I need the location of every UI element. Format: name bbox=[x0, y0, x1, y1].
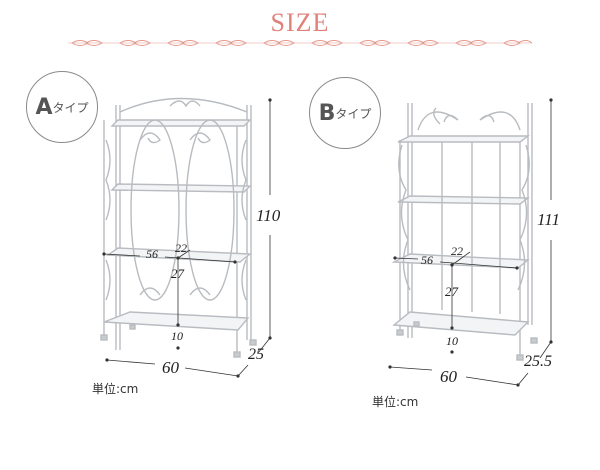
chain-ornament-divider bbox=[68, 40, 532, 46]
page-title: SIZE bbox=[270, 8, 330, 37]
badge-letter: A bbox=[35, 94, 53, 120]
badge-suffix: タイプ bbox=[52, 100, 89, 115]
shelf-spacing-label: 27 bbox=[445, 284, 458, 299]
height-label: 111 bbox=[537, 210, 560, 229]
unit-label: 単位:cm bbox=[92, 382, 139, 396]
shelf-width-label: 56 bbox=[421, 253, 433, 267]
floor-clearance-label: 10 bbox=[171, 329, 183, 343]
type-b-shelf-image bbox=[391, 103, 538, 361]
depth-label: 25 bbox=[248, 346, 264, 363]
shelf-depth-label: 22 bbox=[451, 244, 463, 258]
height-label: 110 bbox=[256, 206, 281, 225]
shelf-width-label: 56 bbox=[146, 247, 158, 261]
width-label: 60 bbox=[162, 358, 179, 377]
unit-label: 単位:cm bbox=[372, 395, 419, 409]
shelf-spacing-label: 27 bbox=[171, 266, 184, 281]
type-a-shelf-image bbox=[100, 97, 257, 358]
depth-label: 25.5 bbox=[524, 353, 552, 370]
shelf-depth-label: 22 bbox=[175, 241, 187, 255]
badge-letter: B bbox=[318, 100, 336, 126]
badge-suffix: タイプ bbox=[335, 106, 372, 121]
width-label: 60 bbox=[440, 367, 457, 386]
floor-clearance-label: 10 bbox=[446, 334, 458, 348]
